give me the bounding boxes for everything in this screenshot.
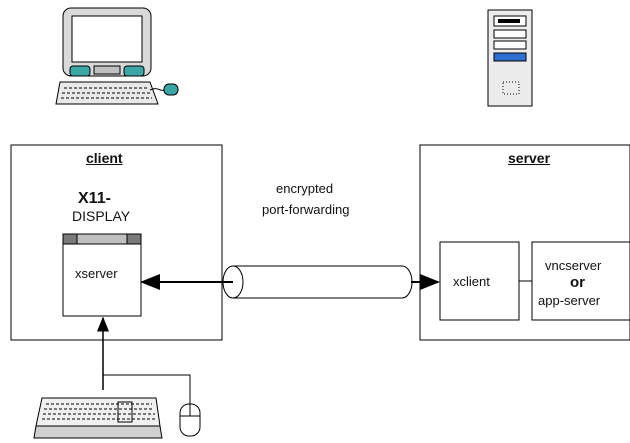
app-label-line2: or [570, 274, 585, 291]
display-label-line2: DISPLAY [72, 208, 131, 224]
tunnel-label-line1: encrypted [276, 181, 334, 196]
mouse-cable [103, 374, 191, 404]
app-label-line1: vncserver [545, 258, 602, 273]
client-box [10, 144, 223, 341]
encrypted-tunnel [222, 265, 413, 299]
desktop-computer-icon [55, 7, 179, 105]
server-title: server [508, 150, 551, 166]
display-label-line1: X11- [78, 190, 111, 207]
client-title: client [86, 150, 123, 166]
server-box [419, 144, 630, 341]
app-label-line3: app-server [538, 293, 601, 308]
tunnel-label-line2: port-forwarding [262, 202, 350, 217]
keyboard-icon [33, 397, 163, 439]
mouse-icon [179, 403, 201, 437]
xserver-window [62, 233, 142, 317]
tower-computer-icon [487, 9, 533, 107]
xserver-label: xserver [75, 266, 118, 281]
xclient-label: xclient [453, 274, 490, 289]
app-server-box [531, 241, 630, 321]
